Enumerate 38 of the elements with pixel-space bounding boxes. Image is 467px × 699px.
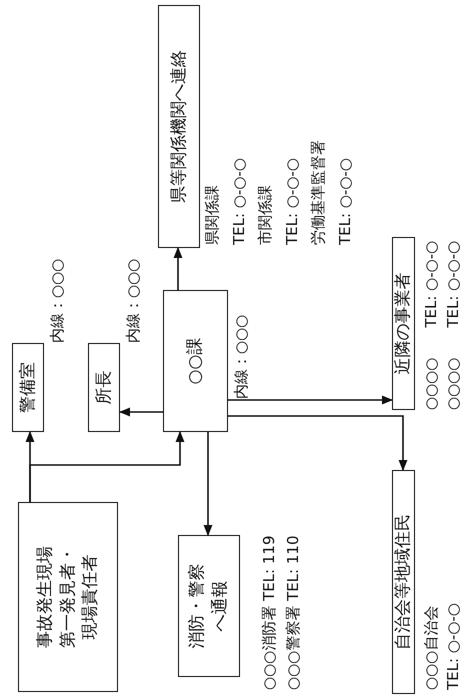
contact-note: ○○○警察署 TEL: 110 <box>286 536 301 690</box>
arrow <box>174 246 182 290</box>
contact-note: 労働基準監督署 <box>311 140 326 245</box>
contact-note: TEL: ○-○-○ <box>232 158 246 245</box>
process-box <box>178 535 240 677</box>
arrow <box>29 430 184 502</box>
contact-note: 内線：○○○ <box>50 258 65 343</box>
contact-note: 県関係課 <box>205 185 220 245</box>
arrow <box>118 408 163 416</box>
contact-note: TEL: ○-○-○ <box>446 603 461 690</box>
box-label: 警備室 <box>16 362 39 413</box>
box-label: 事故発生現場 <box>34 546 56 648</box>
contact-note: ○○○○ TEL: ○-○-○ <box>446 240 461 410</box>
arrow <box>228 415 408 472</box>
process-box <box>392 470 415 694</box>
arrow <box>228 396 394 404</box>
box-label: ○○課 <box>184 338 206 384</box>
box-label: 所長 <box>92 370 115 404</box>
box-label: 自治会等地域住民 <box>392 514 414 650</box>
contact-note: TEL: ○-○-○ <box>284 158 300 245</box>
process-box <box>12 343 44 432</box>
box-label: 県等関係機関へ連絡 <box>168 50 190 203</box>
process-box <box>163 290 228 432</box>
process-box <box>158 5 200 248</box>
process-box <box>88 343 120 432</box>
contact-note: 内線：○○○ <box>234 314 249 399</box>
contact-note: 市関係課 <box>258 185 273 245</box>
contact-note: 内線：○○○ <box>126 258 141 343</box>
process-box <box>392 237 415 410</box>
contact-note: ○○○自治会 <box>424 606 439 690</box>
box-body-text: 第一発見者・現場責任者 <box>56 545 102 649</box>
contact-note: ○○○消防署 TEL: 119 <box>262 536 277 690</box>
process-box <box>18 502 118 692</box>
box-label: 近隣の事業者 <box>392 272 414 374</box>
contact-note: TEL: ○-○-○ <box>338 158 352 245</box>
arrow <box>204 432 212 536</box>
box-label: 消防・警察へ通報 <box>186 562 231 650</box>
contact-note: ○○○○ TEL: ○-○-○ <box>424 240 439 410</box>
